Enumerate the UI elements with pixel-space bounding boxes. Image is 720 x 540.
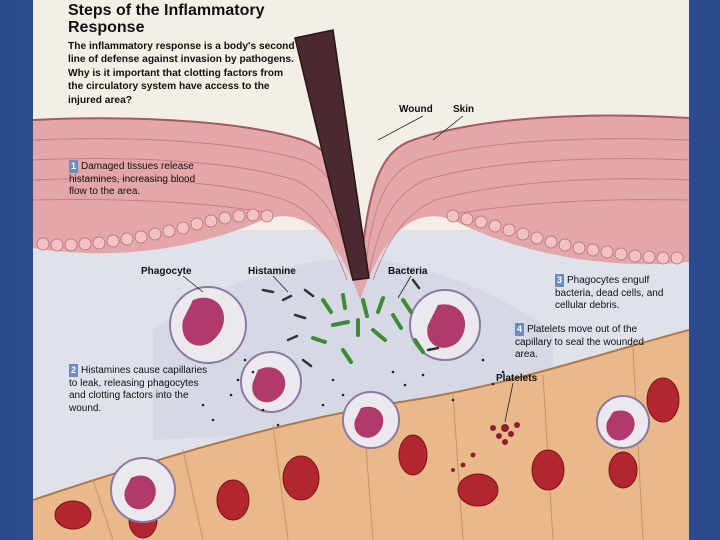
label-histamine: Histamine: [248, 266, 296, 277]
step-2-number: 2: [69, 364, 78, 377]
label-bacteria: Bacteria: [388, 266, 427, 277]
step-4-number: 4: [515, 323, 524, 336]
diagram-panel: Steps of the Inflammatory Response The i…: [33, 0, 689, 540]
label-phagocyte: Phagocyte: [141, 266, 192, 277]
step-1-number: 1: [69, 160, 78, 173]
step-3-text: Phagocytes engulf bacteria, dead cells, …: [555, 275, 663, 311]
step-3-number: 3: [555, 274, 564, 287]
label-wound: Wound: [399, 104, 433, 115]
step-2-text: Histamines cause capillaries to leak, re…: [69, 365, 207, 414]
label-skin: Skin: [453, 104, 474, 115]
label-platelets: Platelets: [496, 373, 537, 384]
step-4-text: Platelets move out of the capillary to s…: [515, 324, 644, 360]
figure-title: Steps of the Inflammatory Response: [68, 2, 328, 36]
step-1-text: Damaged tissues release histamines, incr…: [69, 161, 195, 197]
intro-text: The inflammatory response is a body's se…: [68, 40, 300, 107]
